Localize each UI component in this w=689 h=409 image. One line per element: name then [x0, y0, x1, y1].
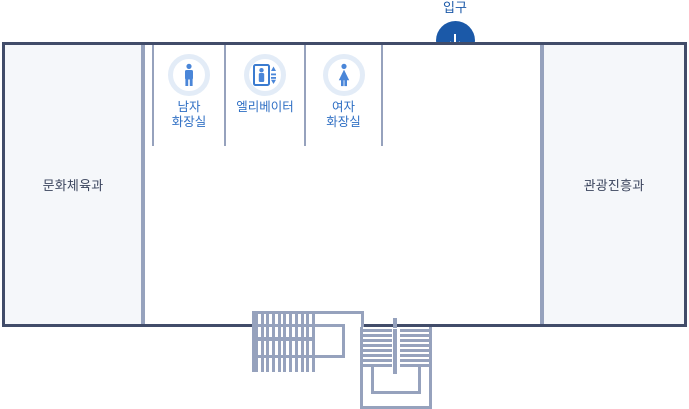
stair-tread: [255, 314, 258, 372]
room-label: 문화체육과: [42, 178, 104, 193]
facility-womens-restroom: 여자 화장실: [306, 45, 383, 146]
stairs-rule: [255, 355, 315, 358]
stair-tread: [400, 344, 429, 347]
icon-wrapper: [322, 54, 365, 96]
stair-tread: [311, 314, 315, 372]
stair-tread: [363, 364, 392, 367]
stair-tread: [277, 314, 281, 372]
stair-tread: [306, 314, 310, 372]
stair-tread: [400, 364, 429, 367]
facility-label: 엘리베이터: [236, 100, 294, 114]
facility-label: 남자 화장실: [171, 100, 207, 129]
stair-tread: [363, 334, 392, 337]
stairs-treads: [255, 314, 315, 372]
stairs-tread-column: [400, 329, 429, 367]
stair-tread: [260, 314, 264, 372]
stair-tread: [266, 314, 270, 372]
building-outline: 문화체육과 관광진흥과 남자 화장실: [2, 42, 687, 372]
room-label: 관광진흥과: [583, 178, 645, 193]
stairs-spine: [255, 337, 314, 341]
entrance-label: 입구: [443, 0, 467, 15]
stairs-inner-well: [371, 367, 421, 394]
elevator-icon: [253, 64, 276, 86]
stairs-rule: [255, 324, 315, 327]
stair-tread: [400, 329, 429, 332]
stair-tread: [400, 334, 429, 337]
stair-tread: [363, 329, 392, 332]
room-munhwa-cheyukgwa: 문화체육과: [5, 45, 145, 324]
facility-label: 여자 화장실: [326, 100, 361, 129]
male-restroom-icon: [185, 63, 193, 86]
female-restroom-icon: [338, 63, 349, 87]
facility-elevator: 엘리베이터: [226, 45, 306, 146]
stair-tread: [289, 314, 293, 372]
facility-mens-restroom: 남자 화장실: [152, 45, 226, 146]
stair-tread: [283, 314, 287, 372]
stair-tread: [300, 314, 304, 372]
stairs-spine-stub: [393, 318, 397, 328]
lower-stairs: [360, 318, 432, 409]
stair-tread: [400, 354, 429, 357]
stairs-spine: [393, 329, 397, 374]
stairs-tread-column: [363, 329, 392, 367]
icon-wrapper: [244, 54, 286, 96]
upper-stairs: [252, 311, 364, 372]
stair-tread: [294, 314, 298, 372]
stair-tread: [400, 339, 429, 342]
stair-tread: [363, 354, 392, 357]
stair-tread: [363, 339, 392, 342]
stair-tread: [400, 359, 429, 362]
stair-tread: [363, 344, 392, 347]
stair-tread: [363, 359, 392, 362]
stairs-landing: [305, 324, 345, 358]
room-gwangwang-jinheunggwa: 관광진흥과: [540, 45, 684, 324]
stair-tread: [400, 349, 429, 352]
stair-tread: [272, 314, 276, 372]
stair-tread: [363, 349, 392, 352]
icon-wrapper: [168, 54, 210, 96]
